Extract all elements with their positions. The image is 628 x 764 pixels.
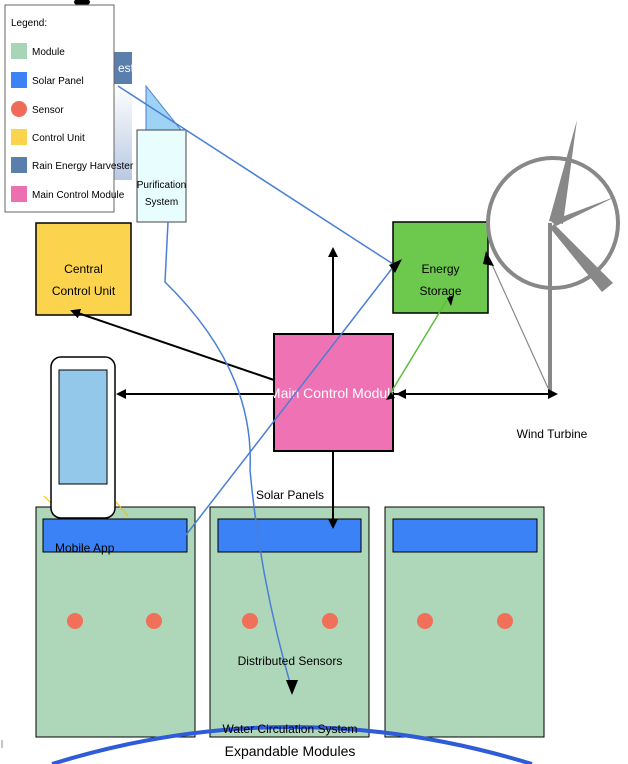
central-control-label-1: Central bbox=[64, 262, 103, 276]
storage-link-arrow-bottom bbox=[386, 392, 395, 400]
turbine-blade-2 bbox=[551, 196, 617, 226]
distributed-sensors-label: Distributed Sensors bbox=[238, 654, 343, 668]
solar-panel-1 bbox=[42, 518, 188, 553]
turbine-ring bbox=[486, 156, 620, 290]
energy-storage-label-2: Storage bbox=[419, 284, 461, 298]
sensor-1a bbox=[67, 613, 83, 629]
phone-screen bbox=[58, 369, 108, 485]
legend-pin-icon bbox=[74, 0, 90, 6]
legend-label-module: Module bbox=[32, 47, 65, 58]
expandable-modules-label: Expandable Modules bbox=[225, 743, 356, 759]
solar-to-storage-line bbox=[185, 261, 398, 536]
legend-label-main: Main Control Module bbox=[32, 190, 125, 201]
storage-link-arrow-top bbox=[447, 295, 454, 306]
legend-swatch-harvester bbox=[11, 157, 27, 173]
legend-label-control: Control Unit bbox=[32, 133, 85, 144]
sensor-3a bbox=[417, 613, 433, 629]
legend-swatch-control bbox=[11, 129, 27, 145]
solar-panels-label: Solar Panels bbox=[256, 488, 324, 502]
turbine-cable bbox=[489, 259, 549, 389]
sensor-2a bbox=[242, 613, 258, 629]
blue-connectors bbox=[117, 85, 398, 691]
central-control-unit: Central Control Unit bbox=[35, 222, 132, 316]
storage-arrow-right bbox=[483, 251, 494, 266]
mobile-app-device bbox=[43, 356, 129, 519]
mobile-app-label: Mobile App bbox=[55, 541, 115, 555]
legend-swatch-main bbox=[11, 186, 27, 202]
turbine-blade-1 bbox=[549, 120, 577, 224]
storage-main-link bbox=[389, 299, 448, 395]
storage-arrow-left bbox=[389, 259, 402, 273]
sensor-3b bbox=[497, 613, 513, 629]
central-control-label-2: Control Unit bbox=[52, 284, 116, 298]
black-connectors bbox=[70, 247, 558, 529]
solar-panel-3 bbox=[392, 518, 538, 553]
module-1 bbox=[35, 506, 196, 738]
legend-swatch-module bbox=[11, 43, 27, 59]
module-2 bbox=[209, 506, 370, 738]
legend-title: Legend: bbox=[11, 18, 47, 29]
sensor-1b bbox=[146, 613, 162, 629]
solar-panel-2 bbox=[217, 518, 362, 553]
legend-swatch-sensor bbox=[11, 101, 27, 117]
water-circulation-label: Water Circulation System bbox=[223, 722, 358, 736]
legend-label-harvester: Rain Energy Harvester bbox=[32, 161, 134, 172]
rain-harvester-label: ester bbox=[118, 61, 145, 75]
harvester-to-storage-line bbox=[117, 85, 397, 267]
purification-to-water-line bbox=[164, 221, 293, 691]
legend-label-solar: Solar Panel bbox=[32, 76, 84, 87]
water-arrow bbox=[286, 680, 298, 695]
wind-turbine: Wind Turbine bbox=[486, 120, 620, 441]
energy-storage: Energy Storage bbox=[392, 221, 489, 314]
wind-turbine-label: Wind Turbine bbox=[517, 427, 588, 441]
expandable-modules bbox=[35, 506, 545, 738]
main-control-module: Main Control Module bbox=[269, 333, 398, 452]
main-control-label: Main Control Module bbox=[269, 385, 398, 401]
purification-label-2: System bbox=[145, 197, 178, 208]
water-circulation-arc bbox=[51, 725, 533, 764]
sensor-2b bbox=[322, 613, 338, 629]
legend-swatch-solar bbox=[11, 72, 27, 88]
energy-storage-label-1: Energy bbox=[421, 262, 459, 276]
purification-system: Purification System bbox=[136, 129, 187, 223]
arrow-main-to-central bbox=[70, 308, 275, 381]
purification-label-1: Purification bbox=[137, 180, 186, 191]
turbine-blade-3 bbox=[550, 224, 613, 292]
legend-label-sensor: Sensor bbox=[32, 105, 64, 116]
module-3 bbox=[384, 506, 545, 738]
legend: Legend: Module Solar Panel Sensor Contro… bbox=[4, 0, 134, 213]
